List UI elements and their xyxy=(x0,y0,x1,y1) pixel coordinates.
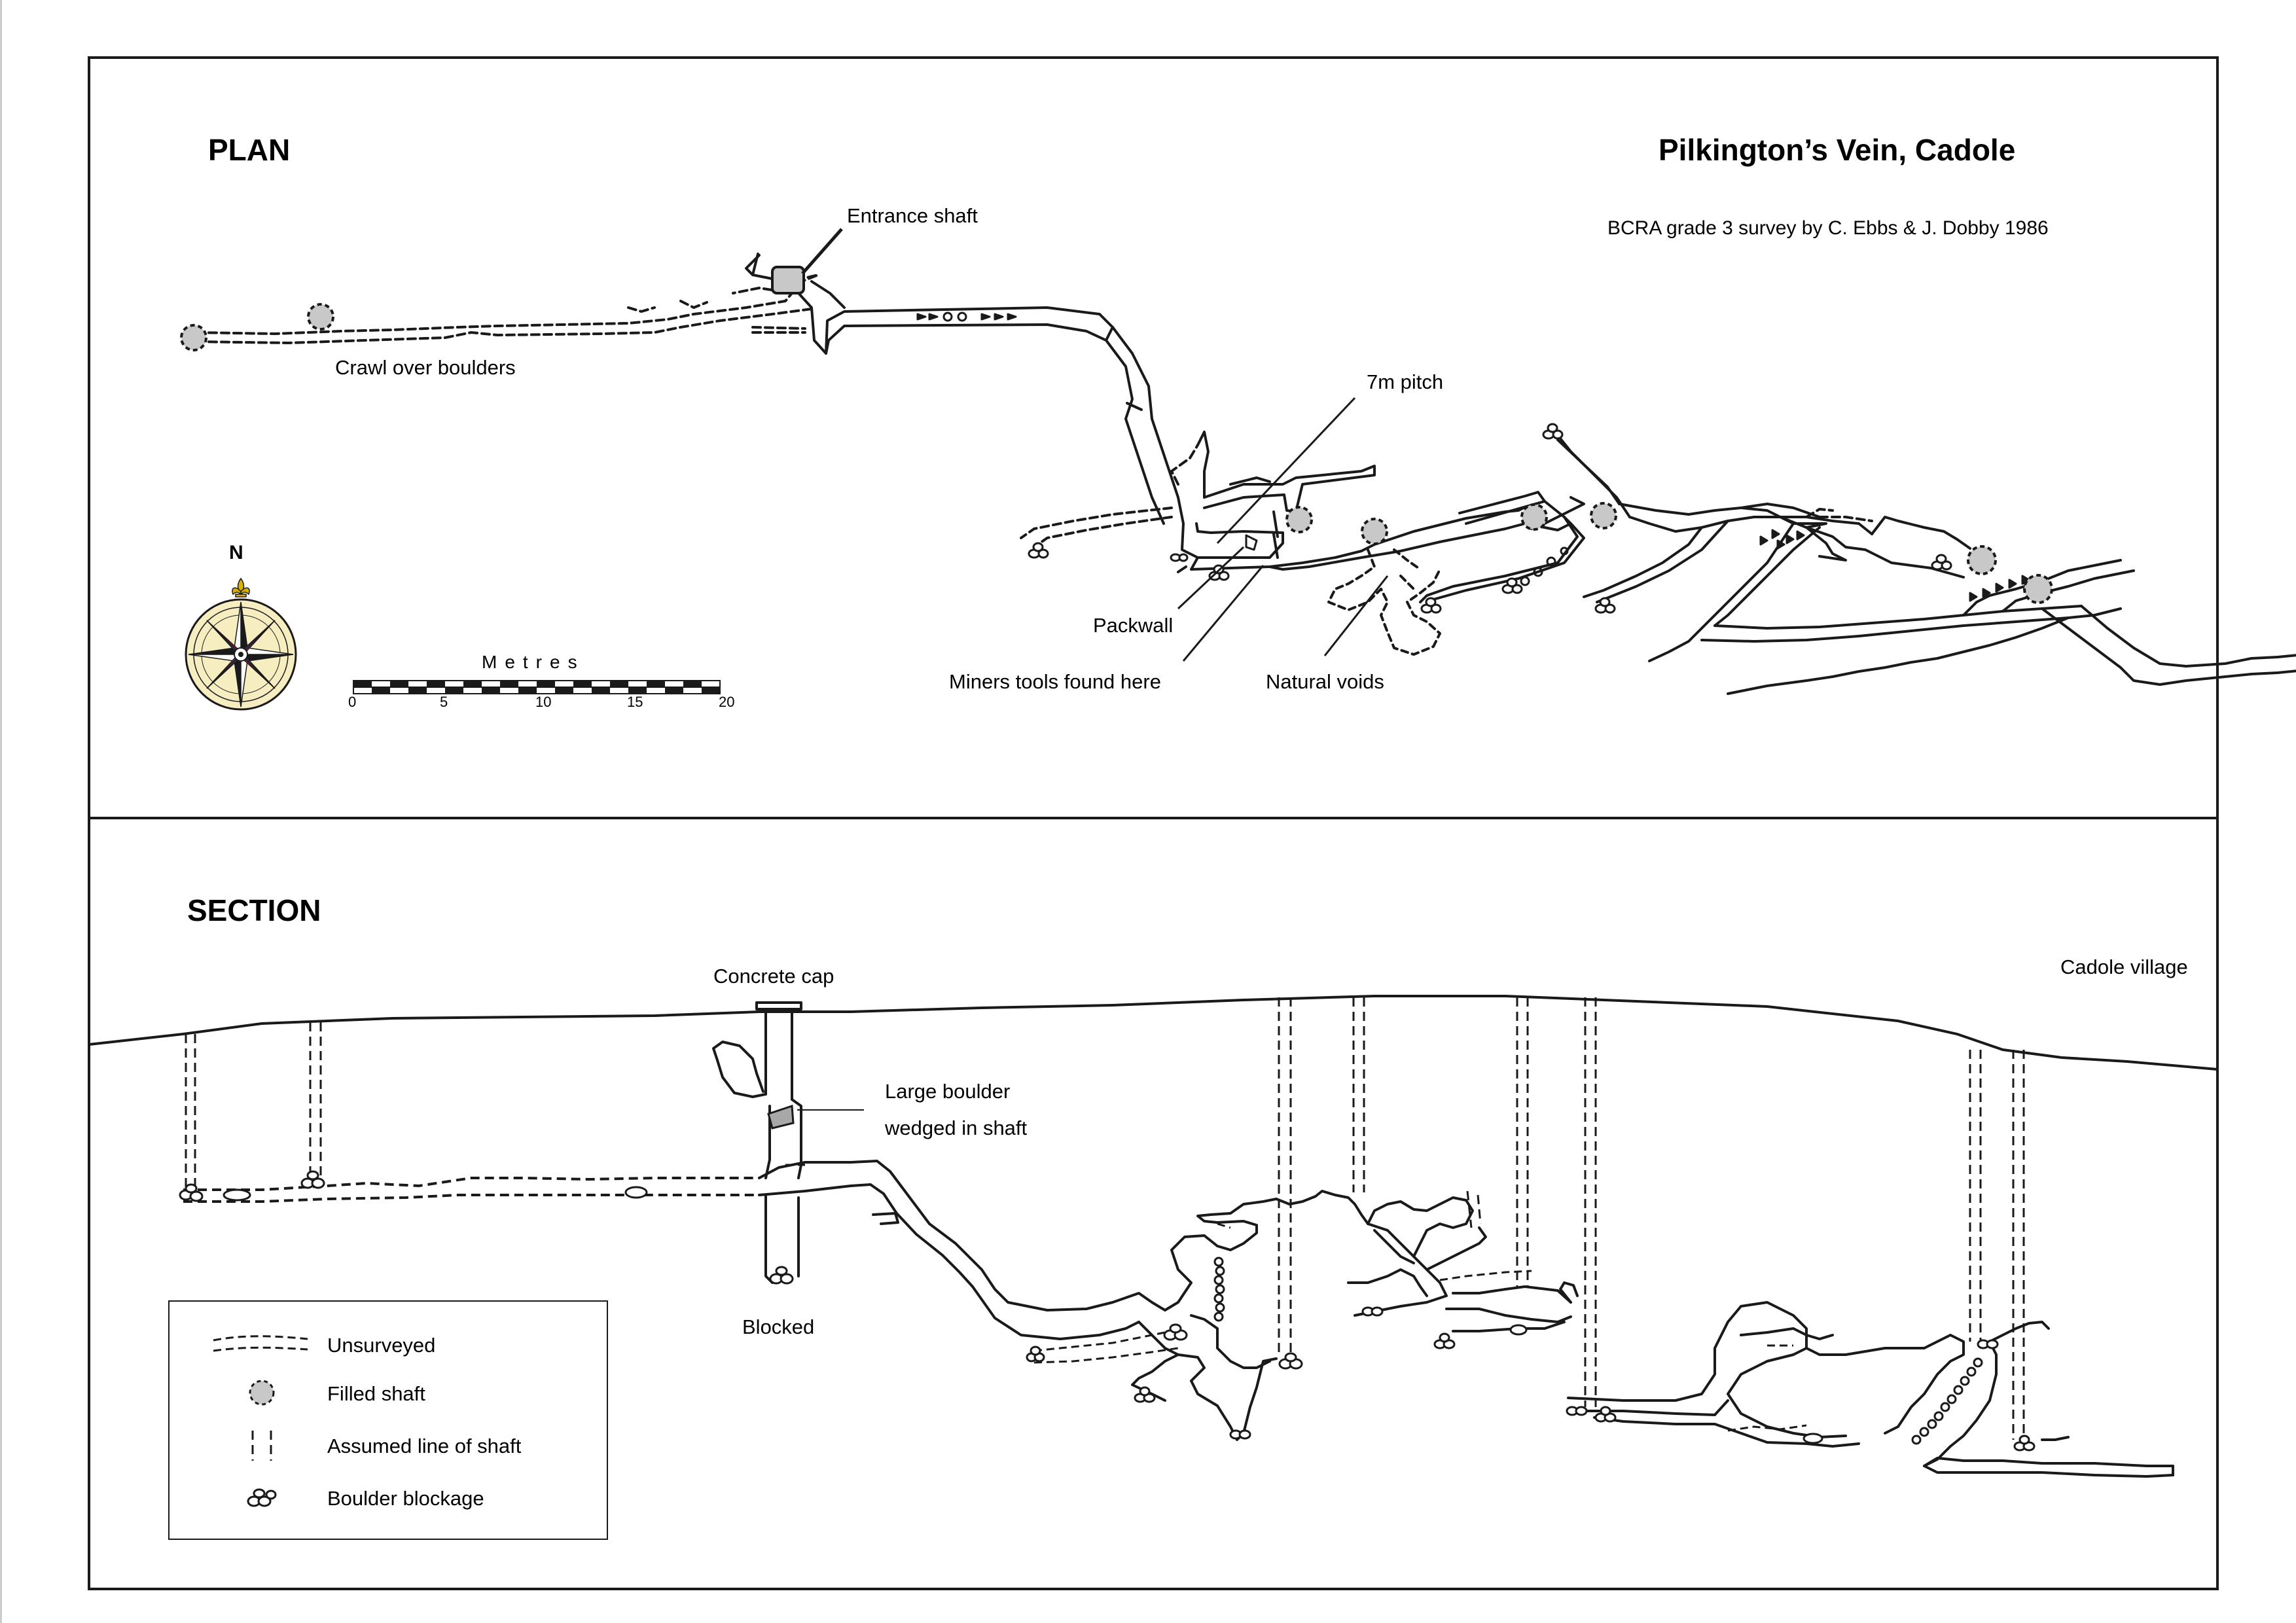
label-entrance-shaft: Entrance shaft xyxy=(847,204,978,227)
label-7m-pitch: 7m pitch xyxy=(1367,370,1444,393)
section-heading: SECTION xyxy=(187,893,321,927)
unsurveyed-icon xyxy=(213,1335,308,1352)
boulder-blockage-icon xyxy=(1163,1323,1188,1341)
filled-shaft-icon xyxy=(1967,545,1997,575)
legend-label-boulder-blockage: Boulder blockage xyxy=(327,1487,484,1510)
boulder-blockage-icon xyxy=(1361,1306,1384,1317)
boulder-blockage-icon xyxy=(1501,577,1523,594)
legend-label-unsurveyed: Unsurveyed xyxy=(327,1334,436,1357)
label-cadole-village: Cadole village xyxy=(2060,955,2188,978)
compass-rose-icon xyxy=(185,577,297,711)
section-assumed-shafts xyxy=(185,997,2025,1440)
plan-boulder-fill xyxy=(916,312,1017,322)
boulder-blockage-icon xyxy=(1229,1429,1251,1440)
scale-tick-0: 0 xyxy=(348,694,357,710)
filled-shaft-icon xyxy=(1361,518,1388,545)
section-boulder-columns xyxy=(1213,1257,1983,1445)
scale-tick-20: 20 xyxy=(719,694,735,710)
plan-heading: PLAN xyxy=(208,133,291,167)
plan-natural-voids xyxy=(1327,548,1441,656)
plan-leaders xyxy=(801,228,1389,662)
boulder-icon xyxy=(624,1186,648,1199)
plan-view xyxy=(195,253,2296,695)
label-packwall: Packwall xyxy=(1093,614,1174,637)
boulder-blockage-icon xyxy=(1594,597,1616,614)
section-frame xyxy=(88,817,2219,1590)
boulder-blockage-icon xyxy=(1977,1339,1999,1349)
wedged-boulder-icon xyxy=(767,1104,795,1130)
section-unsurveyed-level xyxy=(183,1177,759,1203)
scale-title: Metres xyxy=(482,652,585,672)
scale-tick-15: 15 xyxy=(627,694,643,710)
boulder-blockage-icon xyxy=(1594,1406,1617,1423)
boulder-icon xyxy=(1803,1433,1823,1444)
boulder-blockage-icon xyxy=(300,1170,325,1189)
boulder-blockage-icon xyxy=(1170,553,1189,562)
boulder-blockage-icon xyxy=(1420,597,1442,614)
label-large-boulder: Large boulder xyxy=(885,1080,1011,1103)
legend-box xyxy=(168,1300,608,1540)
legend-label-filled-shaft: Filled shaft xyxy=(327,1382,425,1405)
boulder-blockage-icon xyxy=(1278,1352,1303,1370)
filled-shaft-icon xyxy=(2023,574,2053,604)
survey-title: Pilkington’s Vein, Cadole xyxy=(1659,133,2016,167)
scale-tick-5: 5 xyxy=(440,694,448,710)
boulder-blockage-icon xyxy=(1566,1406,1588,1416)
filled-shaft-icon xyxy=(1520,503,1548,531)
filled-shaft-icon xyxy=(180,324,207,351)
plan-boulder-blockages xyxy=(1028,423,1952,614)
boulder-blockage-icon xyxy=(769,1266,794,1285)
label-blocked: Blocked xyxy=(742,1315,815,1338)
scale-tick-10: 10 xyxy=(535,694,552,710)
legend-label-assumed-shaft: Assumed line of shaft xyxy=(327,1435,522,1457)
boulder-blockage-icon xyxy=(1026,1346,1045,1363)
north-label: N xyxy=(229,542,243,563)
scale-bar xyxy=(353,680,721,694)
label-wedged-in-shaft: wedged in shaft xyxy=(885,1116,1028,1139)
filled-shaft-icon xyxy=(249,1380,275,1406)
filled-shaft-icon xyxy=(1285,506,1313,533)
boulder-blockage-icon xyxy=(1028,542,1049,559)
plan-unsurveyed-crawl xyxy=(195,274,819,344)
section-boulder-blockages xyxy=(179,1170,2036,1452)
entrance-shaft-icon xyxy=(771,266,805,294)
boulder-icon xyxy=(223,1188,251,1202)
boulder-blockage-icon xyxy=(1134,1386,1156,1403)
filled-shaft-icon xyxy=(307,303,334,330)
boulder-blockage-icon xyxy=(2013,1435,2036,1452)
section-unsurveyed-bits xyxy=(785,1164,1807,1432)
filled-shaft-icon xyxy=(1590,502,1617,529)
boulder-blockage-icon xyxy=(247,1488,277,1507)
plan-filled-shafts xyxy=(180,303,2053,604)
assumed-shaft-icon xyxy=(251,1431,272,1461)
label-miners-tools: Miners tools found here xyxy=(949,670,1161,693)
boulder-blockage-icon xyxy=(1931,554,1952,571)
label-crawl-over-boulders: Crawl over boulders xyxy=(335,356,516,379)
survey-credit: BCRA grade 3 survey by C. Ebbs & J. Dobb… xyxy=(1607,217,2049,239)
boulder-icon xyxy=(1509,1324,1528,1336)
boulder-blockage-icon xyxy=(1433,1332,1456,1349)
label-concrete-cap: Concrete cap xyxy=(713,965,834,988)
section-passages xyxy=(712,1001,2174,1478)
boulder-blockage-icon xyxy=(1542,423,1564,440)
plan-frame xyxy=(88,56,2219,819)
label-natural-voids: Natural voids xyxy=(1266,670,1384,693)
ground-surface-line xyxy=(88,995,2218,1071)
boulder-blockage-icon xyxy=(179,1183,204,1202)
plan-east-boulders xyxy=(1759,529,2030,602)
